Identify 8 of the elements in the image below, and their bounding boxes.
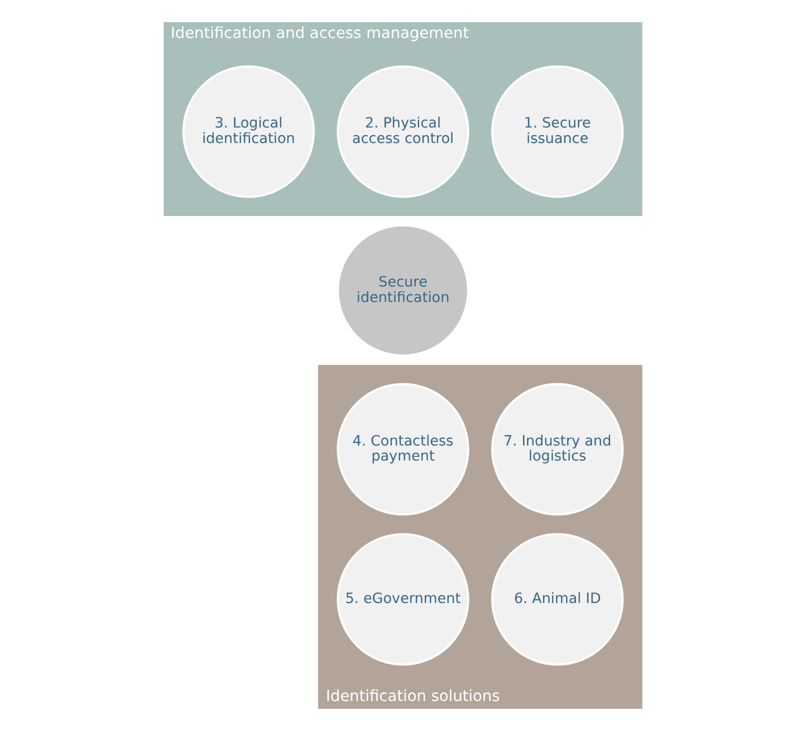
node-circle: 6. Animal ID	[491, 533, 624, 666]
node-circle: 5. eGovernment	[336, 533, 470, 666]
node-circle: Secure identification	[336, 224, 470, 357]
node-circle: 4. Contactless payment	[336, 383, 470, 516]
node-circle: 2. Physical access control	[336, 65, 470, 198]
node-circle: 1. Secure issuance	[491, 65, 624, 198]
node-circle: 7. Industry and logistics	[491, 383, 624, 516]
node-circle: 3. Logical identification	[182, 65, 315, 198]
